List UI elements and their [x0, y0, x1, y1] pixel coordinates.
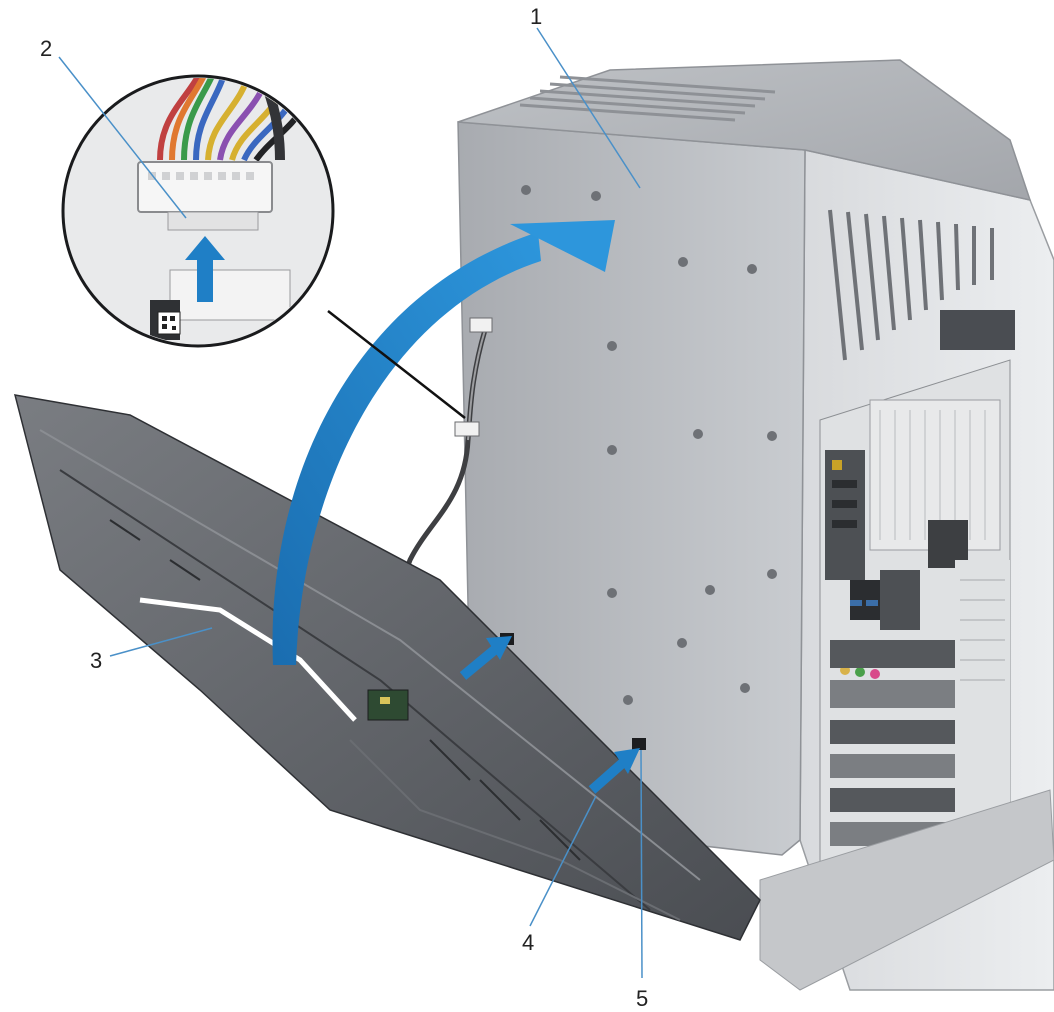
- pci-slots: [830, 640, 960, 846]
- callout-2: 2: [40, 36, 52, 61]
- tab-arrow-upper: [459, 636, 512, 680]
- callout-3: 3: [90, 648, 102, 673]
- led-board: [367, 689, 409, 721]
- rear-handle: [940, 310, 1015, 350]
- callout-4: 4: [522, 930, 534, 955]
- front-panel: [13, 394, 761, 941]
- zoom-leader-line: [327, 310, 466, 419]
- tab-slot-lower: [632, 738, 646, 750]
- mounting-holes: [521, 185, 777, 705]
- side-vent-grille: [828, 209, 994, 361]
- lift-direction-arrow: [272, 220, 615, 665]
- callout-leaders: [58, 27, 643, 979]
- cable-connector: [137, 161, 273, 213]
- tab-arrow-lower: [588, 748, 640, 794]
- top-vent-grille: [519, 75, 776, 122]
- callout-1: 1: [530, 4, 542, 29]
- disconnect-arrow: [185, 236, 225, 302]
- callout-5: 5: [636, 986, 648, 1011]
- chassis-stand: [759, 789, 1054, 991]
- connector-zoom-inset: [61, 74, 335, 348]
- computer-chassis: [457, 59, 1054, 991]
- rear-io-panel: [819, 359, 1011, 881]
